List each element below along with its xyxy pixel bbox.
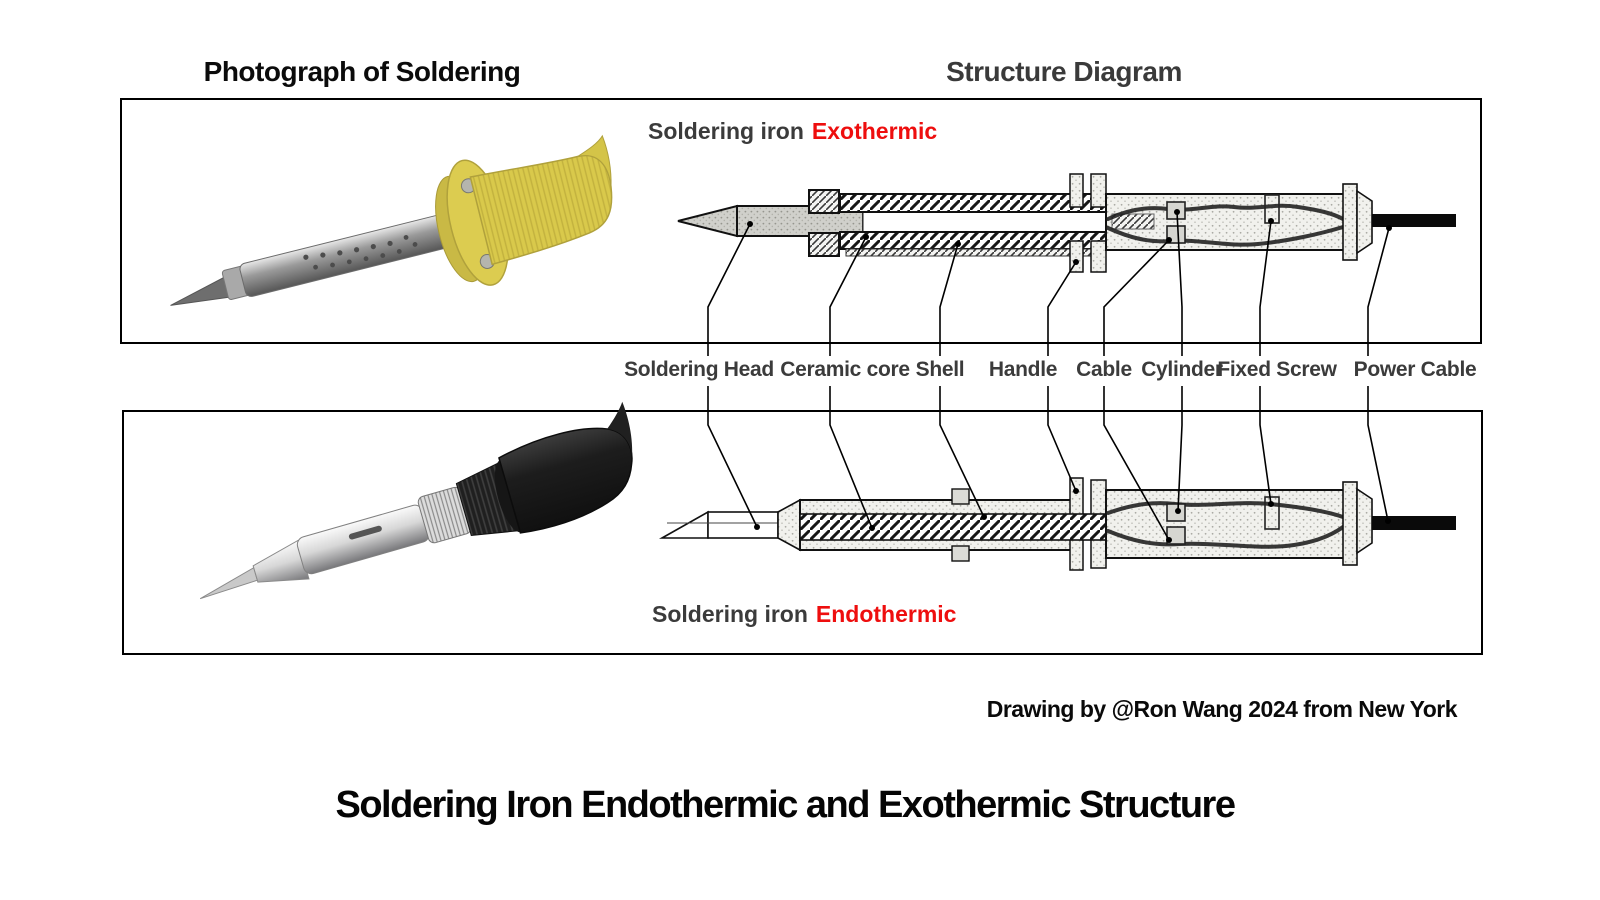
leader-dots-bottom	[754, 488, 1391, 543]
photo1-grip	[469, 154, 613, 266]
endothermic-iron-photo	[199, 401, 633, 600]
exo-ceramic-core-bore	[862, 209, 1111, 233]
exothermic-caption-type: Exothermic	[811, 118, 938, 144]
exo-cable-upper-wire	[1106, 203, 1345, 221]
photo1-vent-holes	[303, 234, 418, 270]
part-label-ceramic-core: Ceramic core	[780, 358, 910, 381]
leader-dots-top	[747, 209, 1392, 265]
endothermic-caption: Soldering iron Endothermic	[652, 601, 956, 628]
part-label-cable: Cable	[1076, 358, 1132, 381]
exo-collar-bottom	[808, 232, 840, 257]
endo-soldering-head-shaft	[707, 511, 779, 539]
endo-handle-body	[1105, 489, 1346, 559]
exo-collar-top	[808, 189, 840, 214]
part-label-cylinder: Cylinder	[1141, 358, 1223, 381]
photo1-grip-flare	[577, 134, 612, 188]
part-label-fixed-screw: Fixed Screw	[1217, 358, 1337, 381]
photo2-barrel	[296, 504, 430, 575]
endo-ceramic-core-rod	[799, 513, 1111, 541]
diagram-section-title: Structure Diagram	[946, 56, 1182, 87]
credit-line: Drawing by @Ron Wang 2024 from New York	[986, 696, 1458, 722]
exo-shell-top-wall	[839, 193, 1107, 213]
part-label-power-cable: Power Cable	[1353, 358, 1477, 381]
endothermic-caption-prefix: Soldering iron	[652, 601, 808, 627]
endothermic-caption-type: Endothermic	[815, 601, 957, 627]
photo2-tip	[199, 566, 258, 600]
photo2-grip	[498, 427, 633, 534]
endo-taper	[777, 498, 801, 552]
photo-section-title: Photograph of Soldering	[203, 56, 521, 87]
exothermic-caption: Soldering iron Exothermic	[648, 118, 937, 145]
exo-shell-bottom-wall	[839, 231, 1107, 250]
exothermic-caption-prefix: Soldering iron	[648, 118, 804, 144]
photo1-barrel	[239, 211, 462, 297]
part-label-shell: Shell	[915, 358, 965, 381]
photo2-barrel-slot	[348, 525, 382, 540]
part-label-handle: Handle	[988, 358, 1058, 381]
exo-end-cap	[1342, 183, 1358, 261]
endo-soldering-head-tip	[658, 510, 709, 539]
endo-cable-lower-wire	[1106, 525, 1345, 549]
endo-power-cable	[1372, 516, 1456, 530]
endo-cable-upper-wire	[1106, 501, 1345, 519]
endothermic-structure-diagram	[658, 477, 1456, 571]
exo-cable-lower-wire	[1106, 225, 1345, 247]
exothermic-iron-photo	[170, 134, 613, 306]
endo-collar-tab-top	[951, 488, 970, 505]
endo-end-cap-bevel	[1356, 487, 1373, 555]
photo2-grip-flare	[607, 401, 633, 464]
main-title: Soldering Iron Endothermic and Exothermi…	[335, 784, 1236, 826]
exothermic-structure-diagram	[677, 173, 1456, 273]
endo-fixed-screw	[1264, 496, 1280, 530]
photo2-cone	[252, 539, 310, 583]
exo-shell-liner-strip	[845, 248, 1103, 257]
exo-power-cable	[1372, 214, 1456, 227]
endo-end-cap	[1342, 481, 1358, 566]
part-label-soldering-head: Soldering Head	[624, 358, 774, 381]
leader-lines-top	[707, 211, 1390, 356]
exo-handle-flange	[1069, 173, 1107, 273]
endo-collar-tab-bottom	[951, 545, 970, 562]
exo-end-cap-bevel	[1356, 189, 1373, 255]
exo-soldering-head-tip	[677, 204, 738, 238]
exo-heater-block	[1111, 213, 1155, 230]
leader-lines-bottom	[707, 386, 1389, 541]
